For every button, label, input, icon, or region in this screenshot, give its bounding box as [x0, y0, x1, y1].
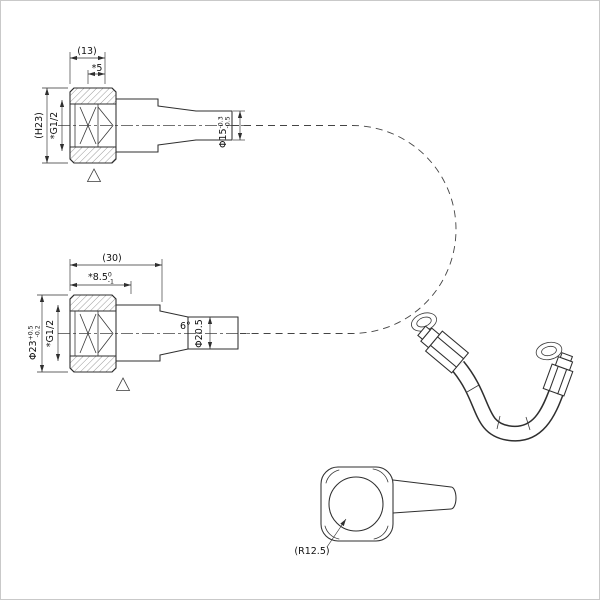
top-fitting-section-view: (13) *5 (H23) *G1/2 Φ15-0.3-0.5: [34, 46, 245, 182]
middle-taper-top: [159, 310, 189, 318]
middle-fitting-dimensions: [37, 259, 213, 373]
dim-angle-label: 6°: [180, 321, 191, 332]
middle-nut-wall-upper-hatch: [69, 294, 117, 312]
dim-g12-mid-label: *G1/2: [45, 320, 56, 347]
elbow-radius-label: (R12.5): [294, 546, 329, 557]
middle-fitting-outline: [69, 294, 239, 373]
elbow-body: [320, 466, 457, 542]
elbow-radius-leader: [326, 518, 347, 548]
hose-fitting-nut-a: [417, 325, 470, 374]
top-nut-wall-upper-hatch: [69, 87, 117, 105]
dim-5-label: *5: [92, 63, 103, 74]
dim-13-label: (13): [77, 46, 97, 57]
dim-h23-label: (H23): [34, 112, 45, 139]
top-fitting-inner-detail: [74, 104, 114, 147]
middle-cone-seat: [97, 313, 114, 354]
elbow-detail-view: (R12.5): [294, 466, 457, 557]
hose-fitting-nut-b: [542, 352, 574, 397]
dim-8-5-label: *8.50-1: [88, 272, 114, 286]
top-cone-seat: [97, 106, 114, 145]
washer-right: [535, 341, 563, 361]
middle-fitting-inner-detail: [74, 311, 114, 356]
dim-g12-top-label: *G1/2: [49, 112, 60, 139]
middle-taper-bottom: [159, 348, 189, 356]
surface-finish-triangle-icon: [115, 377, 131, 391]
elbow-outlet-end-cap: [450, 486, 457, 510]
hose-perspective-view: [411, 312, 574, 442]
top-nut-wall-lower-hatch: [69, 146, 117, 164]
elbow-bore-circle: [328, 476, 384, 532]
dim-d23-label: Φ23+0.5-0.2: [28, 325, 42, 360]
dim-d20-5-label: Φ20.5: [194, 319, 205, 348]
hose-tube-fill: [452, 361, 564, 441]
surface-finish-triangle-icon: [86, 168, 102, 182]
dim-d15-label: Φ15-0.3-0.5: [218, 116, 232, 148]
top-fitting-outline: [69, 87, 233, 164]
top-fitting-dimensions: [42, 52, 245, 164]
hose-crimp-marks: [466, 384, 531, 431]
dim-30-label: (30): [102, 253, 122, 264]
middle-nut-wall-lower-hatch: [69, 355, 117, 373]
middle-fitting-section-view: (30) *8.50-1 Φ23+0.5-0.2 *G1/2 6° Φ20.5: [28, 253, 250, 391]
